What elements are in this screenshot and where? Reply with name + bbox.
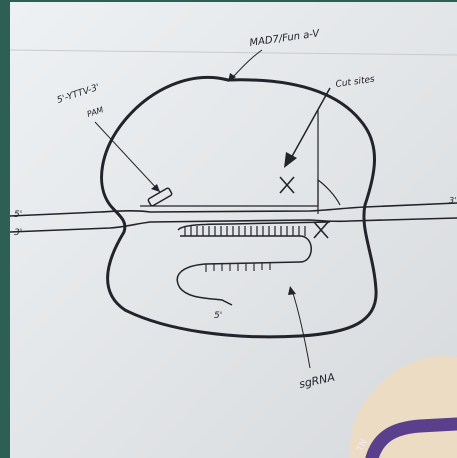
guide-5-prime-label: 5': [214, 311, 222, 321]
right-strand-3-prime-label: 3': [449, 196, 456, 205]
sgrna-base-pairs: [185, 226, 305, 236]
bottom-strand-3-prime-label: 3': [14, 228, 22, 238]
top-strand-5-prime-label: 5': [14, 210, 22, 220]
